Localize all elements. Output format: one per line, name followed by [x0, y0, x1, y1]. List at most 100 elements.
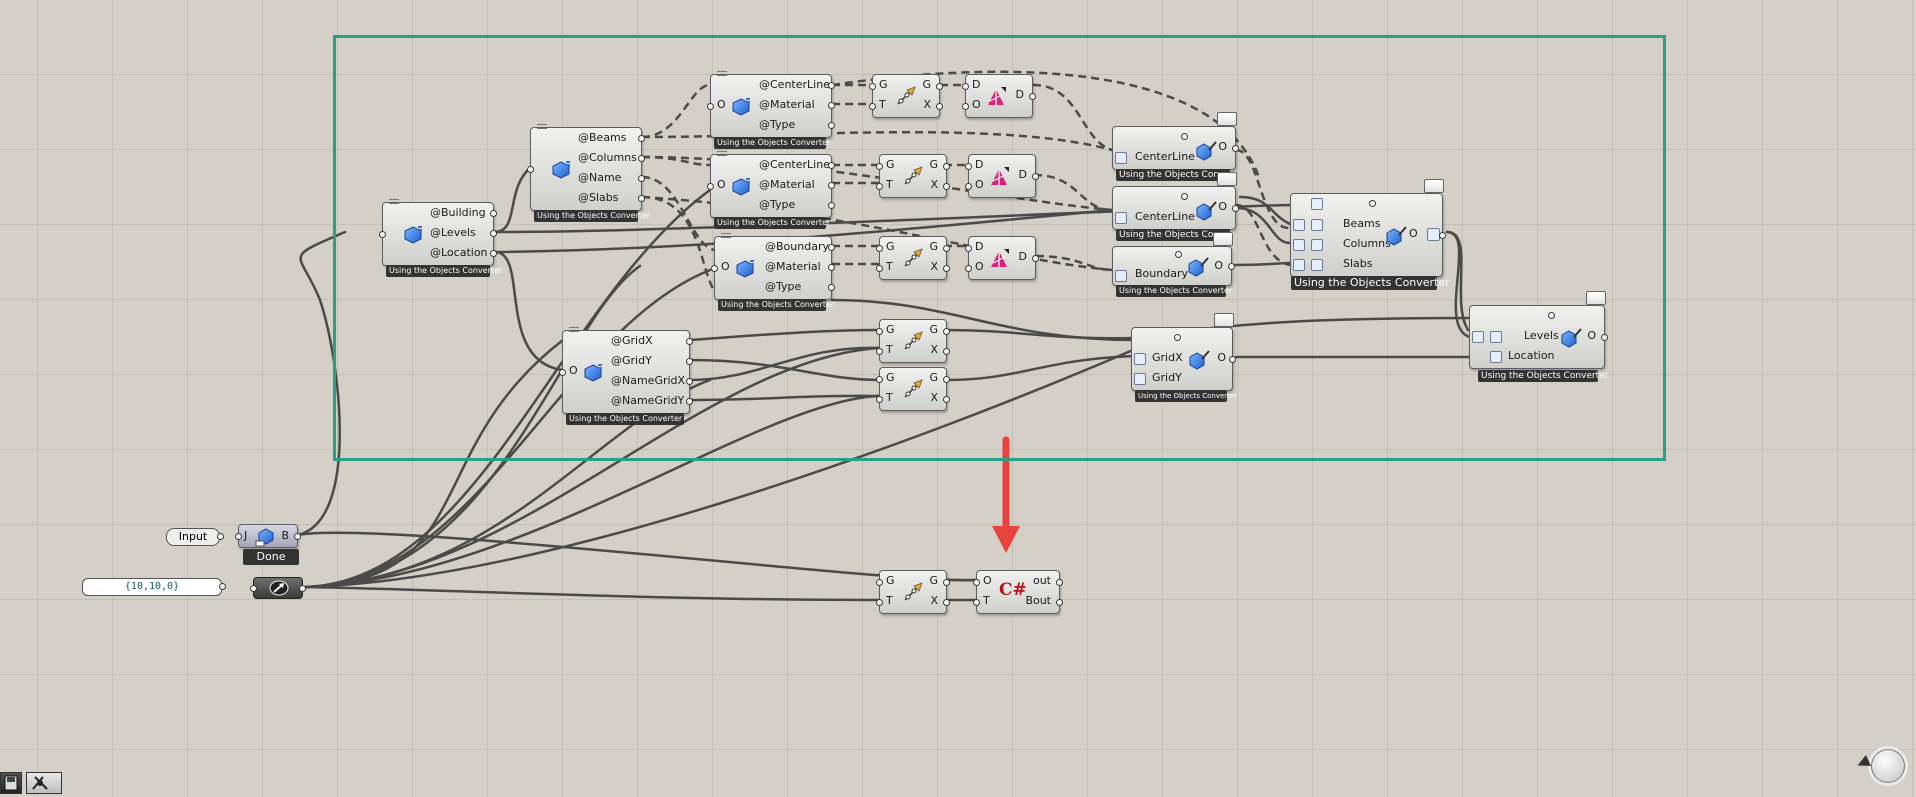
save-icon[interactable]	[0, 772, 22, 794]
building-create-node[interactable]: Levels Location O Using the Objects Conv…	[1469, 291, 1608, 382]
options-button[interactable]	[1586, 291, 1606, 305]
input-port[interactable]	[973, 579, 980, 586]
output-port[interactable]	[1548, 312, 1555, 319]
preview-node[interactable]: D O D	[965, 236, 1039, 280]
beam-create-node[interactable]: CenterLine O Using the Objects Conver	[1112, 112, 1239, 181]
output-port[interactable]	[219, 583, 226, 590]
canvas-compass-icon[interactable]	[1868, 746, 1908, 786]
output-port[interactable]	[1056, 599, 1063, 606]
input-port[interactable]	[973, 599, 980, 606]
input-port[interactable]	[235, 533, 242, 540]
input-port[interactable]	[876, 183, 883, 190]
vector-panel[interactable]: {10,10,0}	[82, 578, 222, 596]
output-port[interactable]	[1369, 200, 1376, 207]
building-split-node[interactable]: @Building @Levels @Location Using the Ob…	[379, 199, 502, 277]
output-port[interactable]	[686, 338, 693, 345]
output-port[interactable]	[943, 396, 950, 403]
transform-node[interactable]: G T G X	[869, 74, 943, 118]
output-port[interactable]	[1229, 356, 1236, 363]
output-port[interactable]	[1056, 579, 1063, 586]
output-port[interactable]	[490, 250, 497, 257]
input-port[interactable]	[965, 245, 972, 252]
input-port[interactable]	[711, 265, 718, 272]
output-port[interactable]	[1032, 173, 1039, 180]
beams-split-node[interactable]: O @CenterLine @Material @Type Using the …	[707, 71, 835, 149]
location-create-node[interactable]: GridX GridY O Using the Objects Converte…	[1131, 313, 1237, 402]
input-port[interactable]	[250, 585, 257, 592]
transform-node[interactable]: G T G X	[876, 236, 950, 280]
transform-node[interactable]: G T G X	[876, 367, 950, 411]
output-port[interactable]	[943, 183, 950, 190]
output-port[interactable]	[943, 599, 950, 606]
options-button[interactable]	[1424, 179, 1444, 193]
input-port[interactable]	[869, 83, 876, 90]
output-port[interactable]	[943, 265, 950, 272]
preview-node[interactable]: D O D	[962, 74, 1036, 118]
output-port[interactable]	[828, 284, 835, 291]
input-port[interactable]	[965, 163, 972, 170]
output-port[interactable]	[828, 202, 835, 209]
output-port[interactable]	[1175, 251, 1182, 258]
input-port[interactable]	[527, 166, 534, 173]
input-port[interactable]	[962, 103, 969, 110]
input-port[interactable]	[379, 231, 386, 238]
output-port[interactable]	[943, 348, 950, 355]
input-port[interactable]	[876, 163, 883, 170]
levels-split-node[interactable]: @Beams @Columns @Name @Slabs Using the O…	[527, 124, 650, 222]
output-port[interactable]	[936, 103, 943, 110]
output-port[interactable]	[1232, 145, 1239, 152]
column-create-node[interactable]: CenterLine O Using the Objects Conver	[1112, 172, 1239, 241]
output-port[interactable]	[936, 83, 943, 90]
location-split-node[interactable]: O @GridX @GridY @NameGridX @NameGridY Us…	[559, 327, 693, 425]
output-port[interactable]	[1032, 255, 1039, 262]
output-port[interactable]	[828, 244, 835, 251]
options-button[interactable]	[1213, 232, 1233, 246]
options-button[interactable]	[1214, 313, 1234, 327]
output-port[interactable]	[490, 230, 497, 237]
output-port[interactable]	[638, 155, 645, 162]
output-port[interactable]	[1232, 205, 1239, 212]
output-port[interactable]	[943, 245, 950, 252]
output-port[interactable]	[943, 163, 950, 170]
output-port[interactable]	[217, 533, 224, 540]
output-port[interactable]	[490, 210, 497, 217]
output-port[interactable]	[1439, 232, 1446, 239]
output-port[interactable]	[638, 195, 645, 202]
options-button[interactable]	[1217, 112, 1237, 126]
output-port[interactable]	[299, 585, 306, 592]
output-port[interactable]	[943, 376, 950, 383]
output-port[interactable]	[828, 264, 835, 271]
input-port[interactable]	[962, 83, 969, 90]
transform-node[interactable]: G T G X	[876, 154, 950, 198]
input-port[interactable]	[876, 328, 883, 335]
columns-split-node[interactable]: O @CenterLine @Material @Type Using the …	[707, 151, 835, 229]
preview-node[interactable]: D O D	[965, 154, 1039, 198]
level-create-node[interactable]: Beams Columns Slabs O Using the Objects …	[1290, 179, 1450, 290]
output-port[interactable]	[686, 358, 693, 365]
input-port[interactable]	[707, 183, 714, 190]
input-port[interactable]	[876, 376, 883, 383]
output-port[interactable]	[828, 182, 835, 189]
input-port[interactable]	[876, 245, 883, 252]
output-port[interactable]	[943, 328, 950, 335]
output-port[interactable]	[828, 102, 835, 109]
slabs-split-node[interactable]: O @Boundary @Material @Type Using the Ob…	[711, 233, 835, 311]
output-port[interactable]	[294, 533, 301, 540]
output-port[interactable]	[686, 398, 693, 405]
output-port[interactable]	[638, 175, 645, 182]
input-label-param[interactable]: Input	[166, 528, 220, 546]
input-port[interactable]	[876, 396, 883, 403]
output-port[interactable]	[686, 378, 693, 385]
output-port[interactable]	[1601, 334, 1608, 341]
input-port[interactable]	[965, 183, 972, 190]
disable-solver-icon[interactable]	[26, 772, 62, 794]
input-port[interactable]	[965, 265, 972, 272]
vector-param[interactable]	[250, 577, 306, 599]
converter-group[interactable]	[333, 35, 1666, 461]
input-port[interactable]	[869, 103, 876, 110]
output-port[interactable]	[828, 162, 835, 169]
input-port[interactable]	[876, 579, 883, 586]
input-port[interactable]	[876, 265, 883, 272]
options-button[interactable]	[1217, 172, 1237, 186]
input-port[interactable]	[876, 599, 883, 606]
